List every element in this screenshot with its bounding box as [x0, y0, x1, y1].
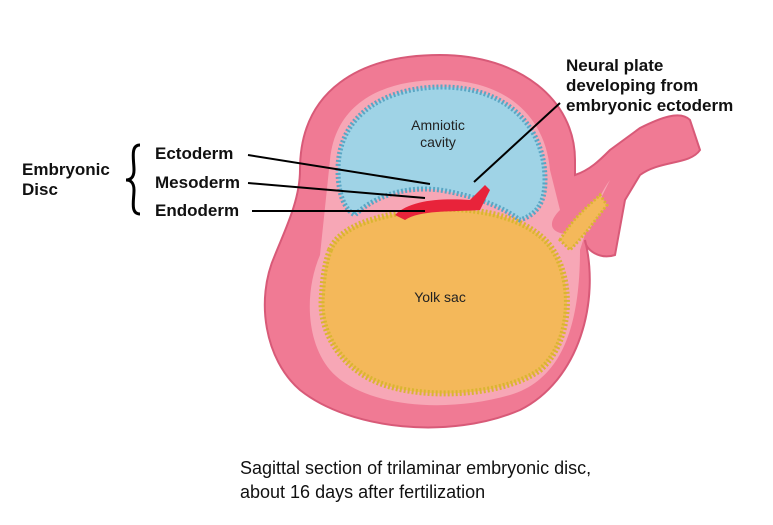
amniotic-cavity-shape [335, 84, 548, 223]
brace-icon [125, 143, 141, 216]
caption-line: about 16 days after fertilization [240, 482, 486, 502]
caption-line: Sagittal section of trilaminar embryonic… [240, 458, 592, 478]
mesoderm-label: Mesoderm [155, 173, 241, 192]
label-line: developing from [566, 76, 699, 95]
amniotic-cavity-label: Amniotic cavity [398, 117, 478, 151]
label-line: Amniotic [411, 117, 465, 133]
endoderm-label: Endoderm [155, 201, 240, 220]
label-line: cavity [420, 134, 456, 150]
embryonic-disc-label: Embryonic Disc [22, 160, 110, 200]
label-line: Neural plate [566, 56, 664, 75]
yolk-sac-label: Yolk sac [414, 289, 466, 305]
label-line: Embryonic [22, 160, 110, 179]
ectoderm-label: Ectoderm [155, 144, 234, 163]
label-line: Disc [22, 180, 58, 199]
caption: Sagittal section of trilaminar embryonic… [240, 456, 591, 504]
yolk-sac-shape [318, 205, 570, 397]
label-line: embryonic ectoderm [566, 96, 734, 115]
neural-plate-label: Neural plate developing from embryonic e… [566, 56, 733, 116]
